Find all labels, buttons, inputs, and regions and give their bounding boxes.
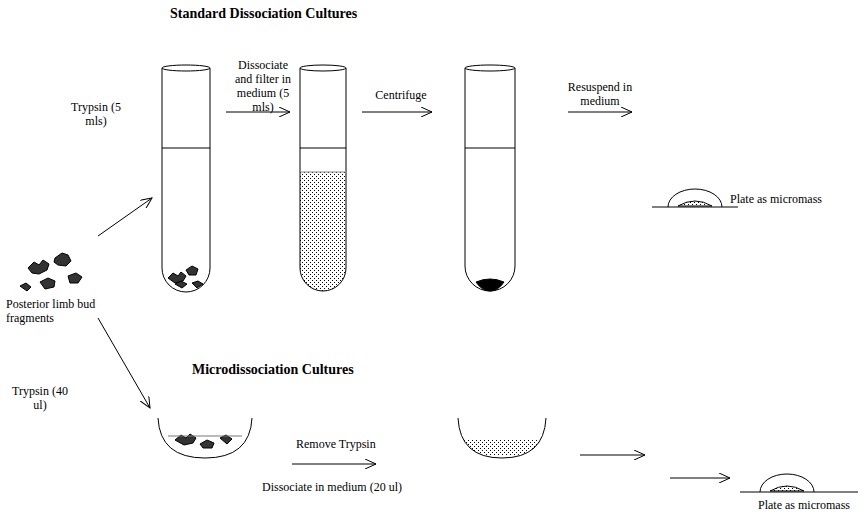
- culture-well: [158, 418, 252, 458]
- test-tube: [300, 65, 346, 291]
- test-tube: [465, 65, 515, 291]
- step-label: Centrifuge: [366, 88, 436, 102]
- micromass-dish: [652, 189, 738, 207]
- section-title: Standard Dissociation Cultures: [170, 6, 357, 22]
- limb-bud-fragments: [20, 253, 82, 291]
- step-label: Remove Trypsin: [296, 437, 376, 451]
- step-label: Resuspend in medium: [562, 80, 638, 108]
- step-label: Dissociate and filter in medium (5 mls): [228, 58, 298, 114]
- process-arrow: [98, 112, 730, 478]
- step-label: Trypsin (5 mls): [68, 100, 124, 128]
- step-label: Trypsin (40 ul): [12, 384, 68, 412]
- micromass-dish: [740, 474, 858, 492]
- result-label: Plate as micromass: [758, 498, 850, 512]
- step-label: Dissociate in medium (20 ul): [262, 480, 402, 494]
- culture-well: [458, 418, 546, 458]
- specimen-label: Posterior limb bud fragments: [6, 297, 102, 325]
- test-tube: [162, 65, 210, 292]
- result-label: Plate as micromass: [730, 192, 822, 206]
- section-title: Microdissociation Cultures: [192, 362, 354, 378]
